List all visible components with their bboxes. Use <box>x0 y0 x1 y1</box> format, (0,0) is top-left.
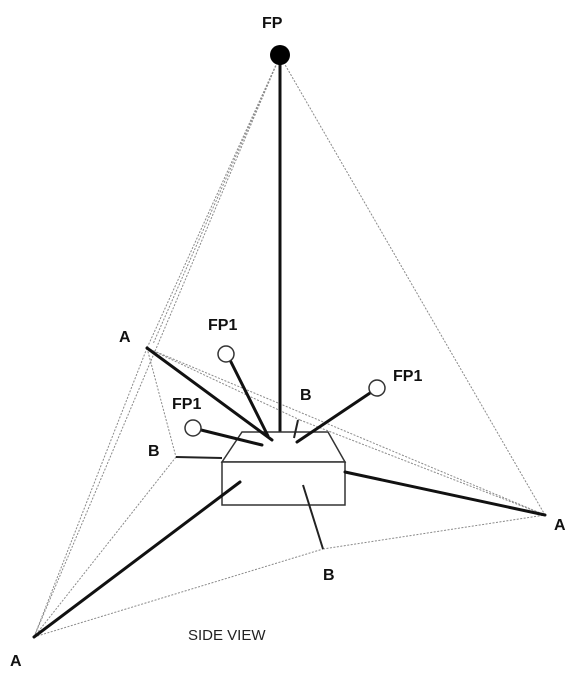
tether-fp1-upper <box>226 354 270 438</box>
platform-box <box>220 431 347 506</box>
caption-side-view: SIDE VIEW <box>188 627 266 644</box>
label-a-left-upper: A <box>119 329 131 346</box>
tether-fp1-left <box>191 426 264 447</box>
box-top-face <box>220 431 347 463</box>
tether-a-bottom-left <box>32 480 242 639</box>
label-fp1-left: FP1 <box>172 396 201 413</box>
guide-fp-to-a-bottom-left <box>33 55 281 638</box>
guide-b-top-to-a-left <box>146 347 301 421</box>
guide-fp-to-a-right <box>279 55 546 516</box>
fp-main-float <box>270 45 290 65</box>
label-fp1-upper: FP1 <box>208 317 237 334</box>
tether-b-top <box>293 419 299 439</box>
fp1-float-left <box>184 419 202 437</box>
label-a-bottom-left: A <box>10 653 22 670</box>
guide-lines <box>33 55 546 638</box>
guide-a-left-to-a-right <box>146 347 546 516</box>
guide-a-bottom-to-b-bottom <box>33 548 324 638</box>
label-b-bottom: B <box>323 567 335 584</box>
tether-a-right <box>343 470 547 517</box>
tether-b-bottom <box>302 484 324 550</box>
fp1-float-upper <box>217 345 235 363</box>
label-fp-top: FP <box>262 15 283 32</box>
guide-a-left-to-a-bottom-left <box>33 347 148 638</box>
label-b-top: B <box>300 387 312 404</box>
label-a-right: A <box>554 517 566 534</box>
tether-a-left <box>145 346 274 442</box>
guide-fp-to-a-left-2 <box>152 55 281 345</box>
guide-fp-to-a-left <box>146 55 281 349</box>
guide-a-left-to-b-left <box>146 347 177 458</box>
tether-fp1-right <box>295 387 378 444</box>
box-front-face <box>221 461 346 506</box>
guide-b-top-to-a-right <box>299 419 546 516</box>
guide-b-bottom-to-a-right <box>322 514 546 550</box>
tether-b-left <box>175 456 223 459</box>
label-fp1-right: FP1 <box>393 368 422 385</box>
fp1-float-right <box>368 379 386 397</box>
label-b-left: B <box>148 443 160 460</box>
